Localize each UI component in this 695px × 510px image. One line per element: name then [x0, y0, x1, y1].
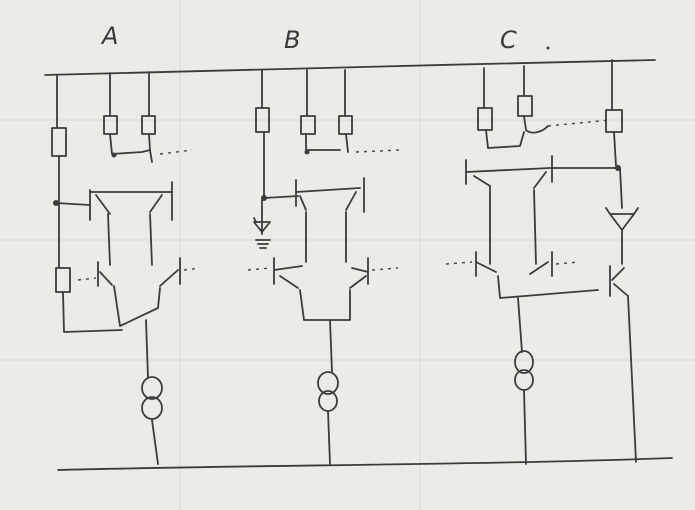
resistor-a-lower — [55, 267, 71, 293]
ink-dot — [546, 46, 550, 50]
circuit-b — [247, 69, 401, 465]
ground-b — [255, 239, 271, 249]
bottom-ground-rail — [57, 457, 673, 471]
circuit-c — [445, 59, 639, 465]
component-c-1 — [477, 107, 493, 131]
top-supply-rail — [44, 59, 656, 76]
label-a: A — [102, 22, 119, 50]
label-c: C — [500, 26, 517, 54]
component-a-1 — [103, 115, 118, 135]
resistor-b — [255, 107, 270, 133]
component-c-2 — [517, 95, 533, 117]
transformer-a-top — [141, 376, 163, 400]
transformer-b-top — [317, 371, 339, 395]
zener-c — [609, 213, 635, 231]
component-a-2 — [141, 115, 156, 135]
component-b-1 — [300, 115, 316, 135]
transformer-a-bottom — [141, 396, 163, 420]
transformer-c-top — [514, 350, 534, 374]
resistor-c — [605, 109, 623, 133]
circuit-a — [51, 71, 201, 465]
zener-b — [253, 221, 271, 233]
component-b-2 — [338, 115, 353, 135]
label-b: B — [284, 26, 301, 54]
resistor-a-upper — [51, 127, 67, 157]
